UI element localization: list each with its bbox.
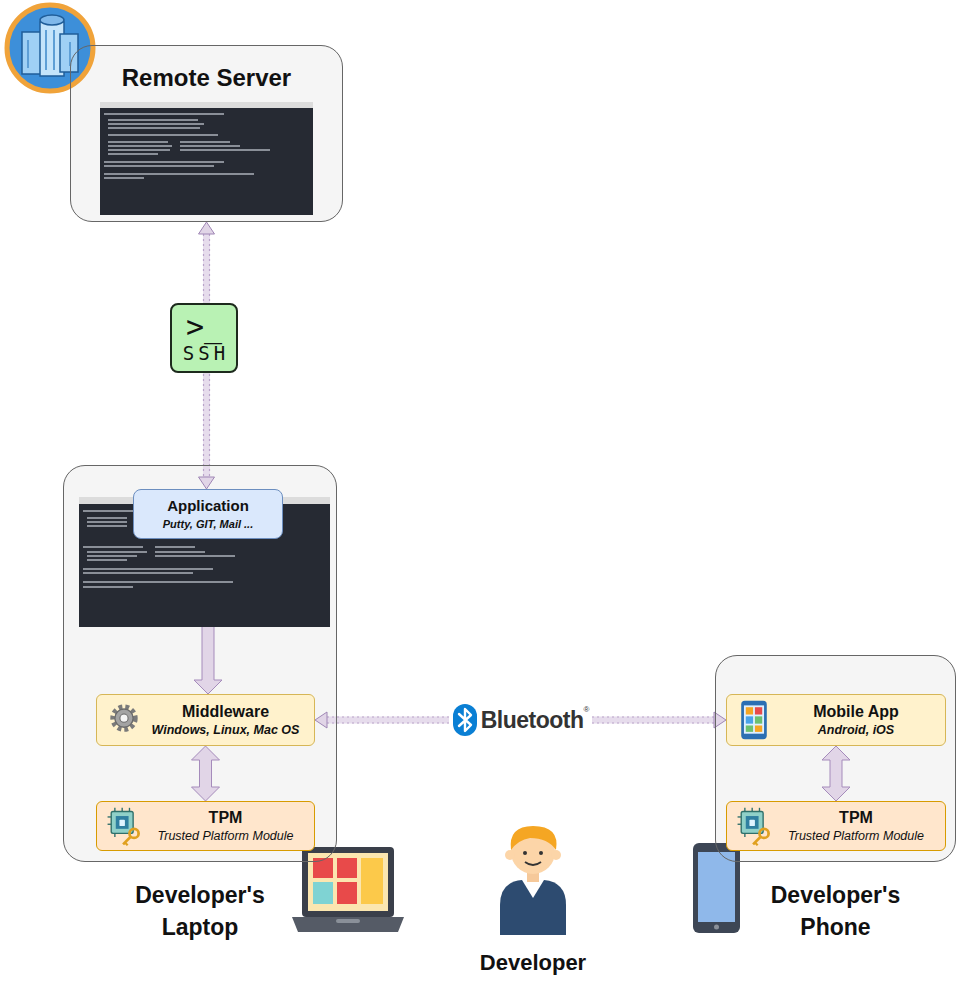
middleware-box: MiddlewareWindows, Linux, Mac OS [96,694,315,746]
box-title: Middleware [182,702,269,722]
phone-icon [693,843,740,933]
box-title: Mobile App [813,702,899,722]
block-arrow [822,746,850,801]
connector [192,746,220,801]
arrow-head [199,222,215,234]
box-subtitle: Putty, GIT, Mail ... [163,516,253,533]
ssh-badge: >_SSH [170,303,238,373]
app-icon [735,699,773,741]
bluetooth-logo [452,703,478,737]
box-heading: Remote Server [71,64,342,92]
box-subtitle: Windows, Linux, Mac OS [152,722,300,739]
chip-icon [105,806,143,848]
box-heading: Developer's Laptop [115,879,285,943]
tpm-box: TPMTrusted Platform Module [96,801,315,851]
gear-icon [105,699,143,741]
box-fill [63,465,337,862]
box-fill [715,655,956,862]
laptop-box: Developer's LaptopApplicationPutty, GIT,… [63,465,337,862]
mobile-app-box: Mobile AppAndroid, iOS [726,694,946,746]
server-icon [7,5,93,91]
application-box: ApplicationPutty, GIT, Mail ... [133,489,283,539]
terminal-screenshot [100,102,313,215]
block-arrow [192,746,220,801]
box-fill [70,45,343,222]
trademark-mark: ® [583,705,589,714]
edge-label: SSH [179,342,229,364]
tpm-box: TPMTrusted Platform Module [726,801,946,851]
box-title: TPM [209,808,243,828]
arrow-head [199,477,215,489]
box-subtitle: Trusted Platform Module [788,828,924,845]
box-title: TPM [839,808,873,828]
arrow-head [315,712,327,728]
edge-label-group: Bluetooth® [449,703,593,737]
person-label: Developer [433,950,633,976]
chip-icon [735,806,773,848]
box-title: Application [167,496,249,516]
box-subtitle: Android, iOS [818,722,894,739]
laptop-icon [292,847,404,932]
box-heading: Developer's Phone [751,879,921,943]
developer-figure [500,826,566,935]
prompt-symbol: >_ [186,312,222,342]
box-subtitle: Trusted Platform Module [158,828,294,845]
connector [822,746,850,801]
server-box: Remote Server [70,45,343,222]
edge-label: Bluetooth [481,707,584,734]
phone-box: Developer's PhoneMobile AppAndroid, iOST… [715,655,956,862]
